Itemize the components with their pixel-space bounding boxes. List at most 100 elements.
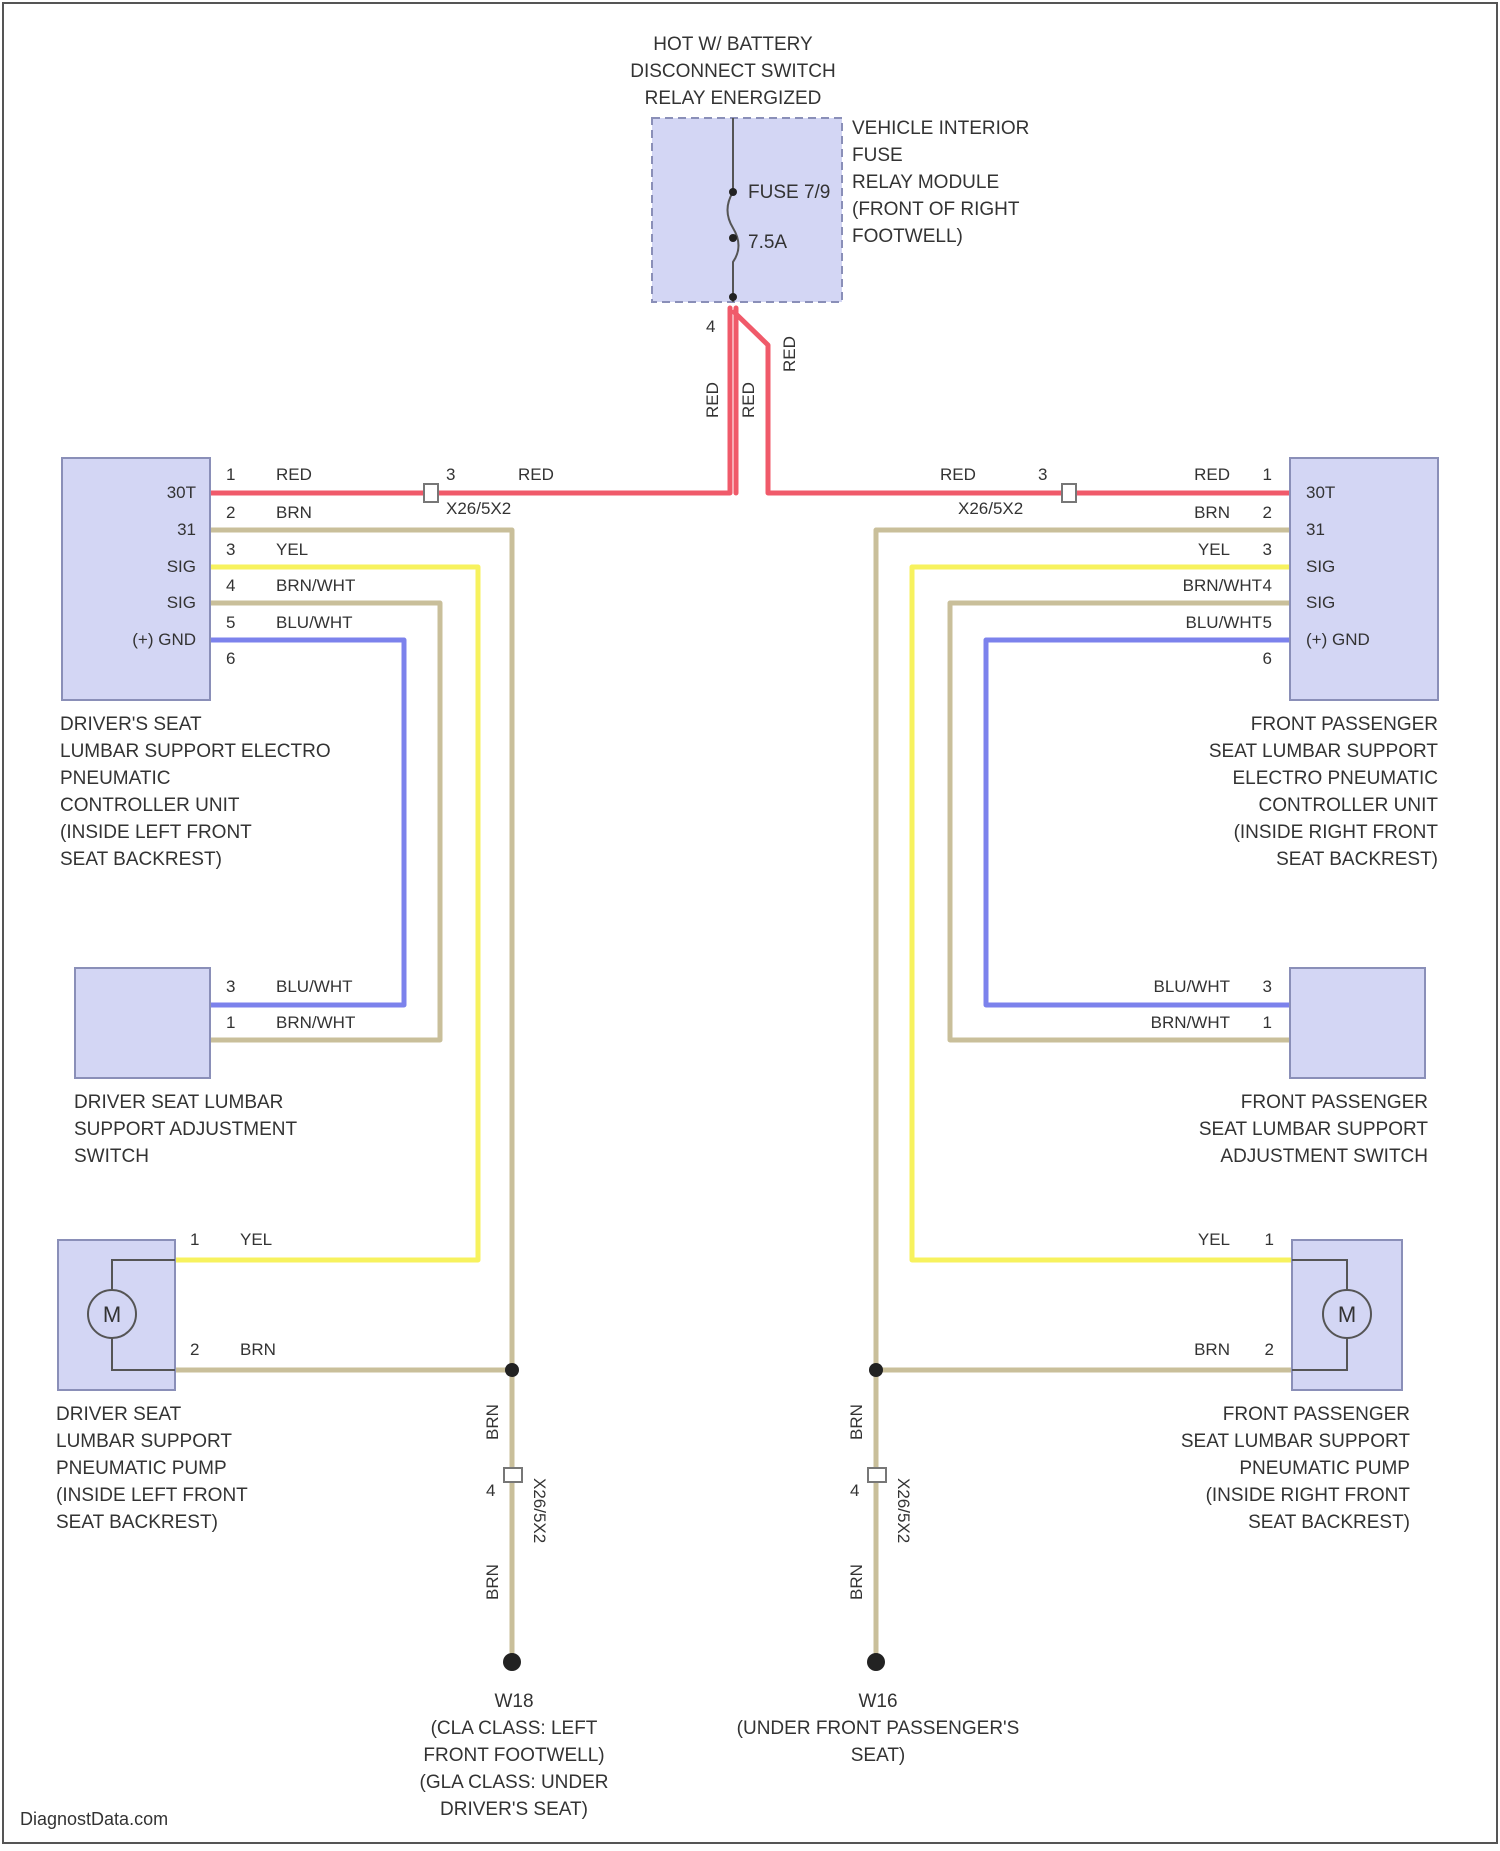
wire-label: BRN/WHT [1151,1013,1230,1032]
fuse-terminal-top [729,188,737,196]
terminal-label: 30T [167,483,196,502]
pin-number: 6 [1263,649,1272,668]
pin-number: 1 [190,1230,199,1249]
pin-number: 1 [1265,1230,1274,1249]
fuse-module-name-line: VEHICLE INTERIOR [852,118,1029,139]
wire-label: RED [276,465,312,484]
ground-name-line: W16 [858,1691,897,1712]
pin-number: 1 [226,465,235,484]
connector-x26-right [1062,484,1076,502]
pin-number: 3 [1263,977,1272,996]
feed-wire-label: RED [780,336,799,372]
component-name-line: (INSIDE RIGHT FRONT [1234,822,1439,843]
wire-brn-right [876,530,1290,1652]
ground-connector-id: X26/5X2 [894,1478,913,1543]
connector-ground-right [868,1468,886,1482]
fuse-label: FUSE 7/9 [748,182,830,203]
connector-right-wire-shown: RED [940,465,976,484]
component-name-line: DRIVER SEAT [56,1404,182,1425]
component-name-line: ELECTRO PNEUMATIC [1232,768,1438,789]
watermark: DiagnostData.com [20,1809,168,1829]
wire-label: BLU/WHT [1186,613,1263,632]
wire-label: YEL [1198,540,1230,559]
pin-number: 2 [190,1340,199,1359]
terminal-label: (+) GND [1306,630,1370,649]
passenger-controller-wire-labels: RED BRN YEL BRN/WHT BLU/WHT [1183,465,1262,632]
splice-left [505,1363,519,1377]
connector-right-id: X26/5X2 [958,499,1023,518]
ground-name-line: (UNDER FRONT PASSENGER'S [737,1718,1020,1739]
wire-label: YEL [1198,1230,1230,1249]
passenger-pump-name: FRONT PASSENGER SEAT LUMBAR SUPPORT PNEU… [1181,1404,1411,1533]
component-name-line: PNEUMATIC PUMP [56,1458,227,1479]
component-name-line: SWITCH [74,1146,149,1167]
component-name-line: FRONT PASSENGER [1223,1404,1410,1425]
ground-connector-pin: 4 [486,1481,495,1500]
component-name-line: SEAT BACKREST) [1276,849,1438,870]
ground-connector-id: X26/5X2 [530,1478,549,1543]
ground-left-name: W18 (CLA CLASS: LEFT FRONT FOOTWELL) (GL… [420,1691,609,1820]
component-name-line: (INSIDE RIGHT FRONT [1206,1485,1411,1506]
wire-brn-left [210,530,512,1652]
connector-ground-left [504,1468,522,1482]
fuse-module-name-line: RELAY MODULE [852,172,999,193]
passenger-switch-name: FRONT PASSENGER SEAT LUMBAR SUPPORT ADJU… [1199,1092,1429,1167]
component-name-line: DRIVER SEAT LUMBAR [74,1092,283,1113]
pin-number: 5 [226,613,235,632]
connector-right-pin: 3 [1038,465,1047,484]
ground-name-line: SEAT) [851,1745,906,1766]
component-name-line: LUMBAR SUPPORT [56,1431,232,1452]
component-name-line: FRONT PASSENGER [1251,714,1438,735]
drivers-switch-name: DRIVER SEAT LUMBAR SUPPORT ADJUSTMENT SW… [74,1092,298,1167]
wire-label: BLU/WHT [276,613,353,632]
pin-number: 2 [1265,1340,1274,1359]
ground-name-line: DRIVER'S SEAT) [440,1799,588,1820]
pin-number: 3 [1263,540,1272,559]
motor-label-right: M [1338,1302,1356,1327]
component-name-line: LUMBAR SUPPORT ELECTRO [60,741,331,762]
ground-wire-label: BRN [847,1564,866,1600]
component-name-line: DRIVER'S SEAT [60,714,202,735]
wire-label: RED [1194,465,1230,484]
fuse-module-name-line: FUSE [852,145,903,166]
pin-number: 1 [1263,1013,1272,1032]
ground-name-line: (GLA CLASS: UNDER [420,1772,609,1793]
feed-wire-label: RED [739,382,758,418]
ground-wire-label: BRN [483,1564,502,1600]
power-title-line: DISCONNECT SWITCH [630,61,835,82]
pin-number: 3 [226,540,235,559]
fuse-module-label: VEHICLE INTERIOR FUSE RELAY MODULE (FRON… [852,118,1029,247]
passenger-controller-name: FRONT PASSENGER SEAT LUMBAR SUPPORT ELEC… [1209,714,1439,870]
pin-number: 2 [226,503,235,522]
wire-label: BRN [240,1340,276,1359]
feed-wire-label: RED [703,382,722,418]
fuse-terminal-out [729,293,737,301]
ground-name-line: FRONT FOOTWELL) [423,1745,604,1766]
connector-left-id: X26/5X2 [446,499,511,518]
terminal-label: 30T [1306,483,1335,502]
power-title-line: HOT W/ BATTERY [653,34,813,55]
fuse-rating: 7.5A [748,232,787,253]
pin-number: 1 [1263,465,1272,484]
terminal-label: 31 [177,520,196,539]
component-name-line: SEAT LUMBAR SUPPORT [1209,741,1439,762]
wire-label: YEL [240,1230,272,1249]
pin-number: 4 [1263,576,1272,595]
terminal-label: SIG [1306,593,1335,612]
drivers-controller-name: DRIVER'S SEAT LUMBAR SUPPORT ELECTRO PNE… [60,714,331,870]
ground-connector-pin: 4 [850,1481,859,1500]
splice-right [869,1363,883,1377]
fuse-relay-module [652,118,842,302]
ground-name-line: (CLA CLASS: LEFT [431,1718,598,1739]
wire-label: BRN/WHT [276,1013,355,1032]
ground-point-left [503,1653,521,1671]
connector-left-wire: RED [518,465,554,484]
fuse-pin: 4 [706,317,715,336]
component-name-line: SEAT BACKREST) [56,1512,218,1533]
terminal-label: 31 [1306,520,1325,539]
component-name-line: CONTROLLER UNIT [1259,795,1439,816]
pin-number: 3 [226,977,235,996]
component-name-line: PNEUMATIC [60,768,170,789]
